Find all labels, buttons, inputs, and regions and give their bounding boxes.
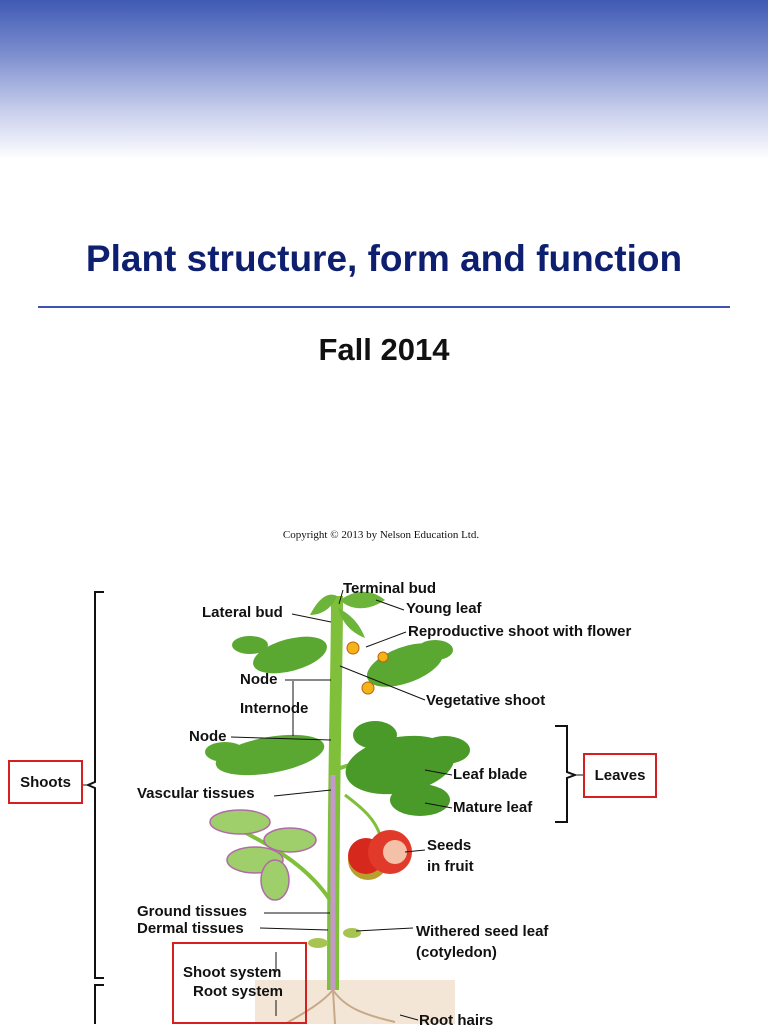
label-withered-line1: Withered seed leaf	[416, 923, 549, 940]
label-leaf-blade: Leaf blade	[453, 766, 528, 783]
label-shoot-system: Shoot system	[183, 964, 282, 981]
label-root-hairs: Root hairs	[419, 1012, 494, 1029]
label-seeds-line2: in fruit	[427, 858, 474, 875]
flowers	[346, 641, 389, 695]
label-withered-line2: (cotyledon)	[416, 944, 497, 961]
label-lateral-bud: Lateral bud	[202, 604, 283, 621]
plant-diagram: Terminal bud Young leaf Lateral bud Repr…	[0, 560, 768, 1029]
label-seeds-line1: Seeds	[427, 837, 472, 854]
fruit-interior	[383, 840, 407, 864]
label-reproductive-shoot: Reproductive shoot with flower	[408, 623, 632, 640]
copyright-notice: Copyright © 2013 by Nelson Education Ltd…	[282, 529, 480, 541]
label-node-lower: Node	[189, 728, 227, 745]
label-dermal-tissues: Dermal tissues	[137, 920, 244, 937]
leaves-box: Leaves	[583, 753, 657, 798]
lower-leaves	[209, 809, 317, 901]
label-root-system: Root system	[193, 983, 284, 1000]
plant-illustration	[82, 589, 585, 1024]
mature-leaves	[345, 721, 470, 816]
soil-area	[255, 980, 455, 1024]
label-internode: Internode	[240, 700, 309, 717]
label-terminal-bud: Terminal bud	[343, 580, 437, 597]
root-bracket	[94, 984, 104, 1024]
shoots-bracket	[85, 591, 104, 979]
system-box	[172, 942, 307, 1024]
label-node-upper: Node	[240, 671, 278, 688]
slide-title: Plant structure, form and function	[85, 238, 683, 279]
roots	[284, 989, 396, 1024]
title-divider	[38, 306, 730, 308]
label-vascular-tissues: Vascular tissues	[137, 785, 255, 802]
fruit-stalk	[344, 793, 382, 836]
label-mature-leaf: Mature leaf	[453, 799, 533, 816]
label-vegetative-shoot: Vegetative shoot	[426, 692, 546, 709]
slide-subtitle: Fall 2014	[318, 332, 450, 367]
leaves-bracket	[555, 725, 578, 823]
label-ground-tissues: Ground tissues	[137, 903, 248, 920]
label-young-leaf: Young leaf	[406, 600, 482, 617]
shoots-box: Shoots	[8, 760, 83, 804]
lower-branch	[239, 828, 332, 902]
leader-lines	[230, 589, 453, 1021]
header-gradient	[0, 0, 768, 160]
young-leaves	[310, 591, 385, 638]
